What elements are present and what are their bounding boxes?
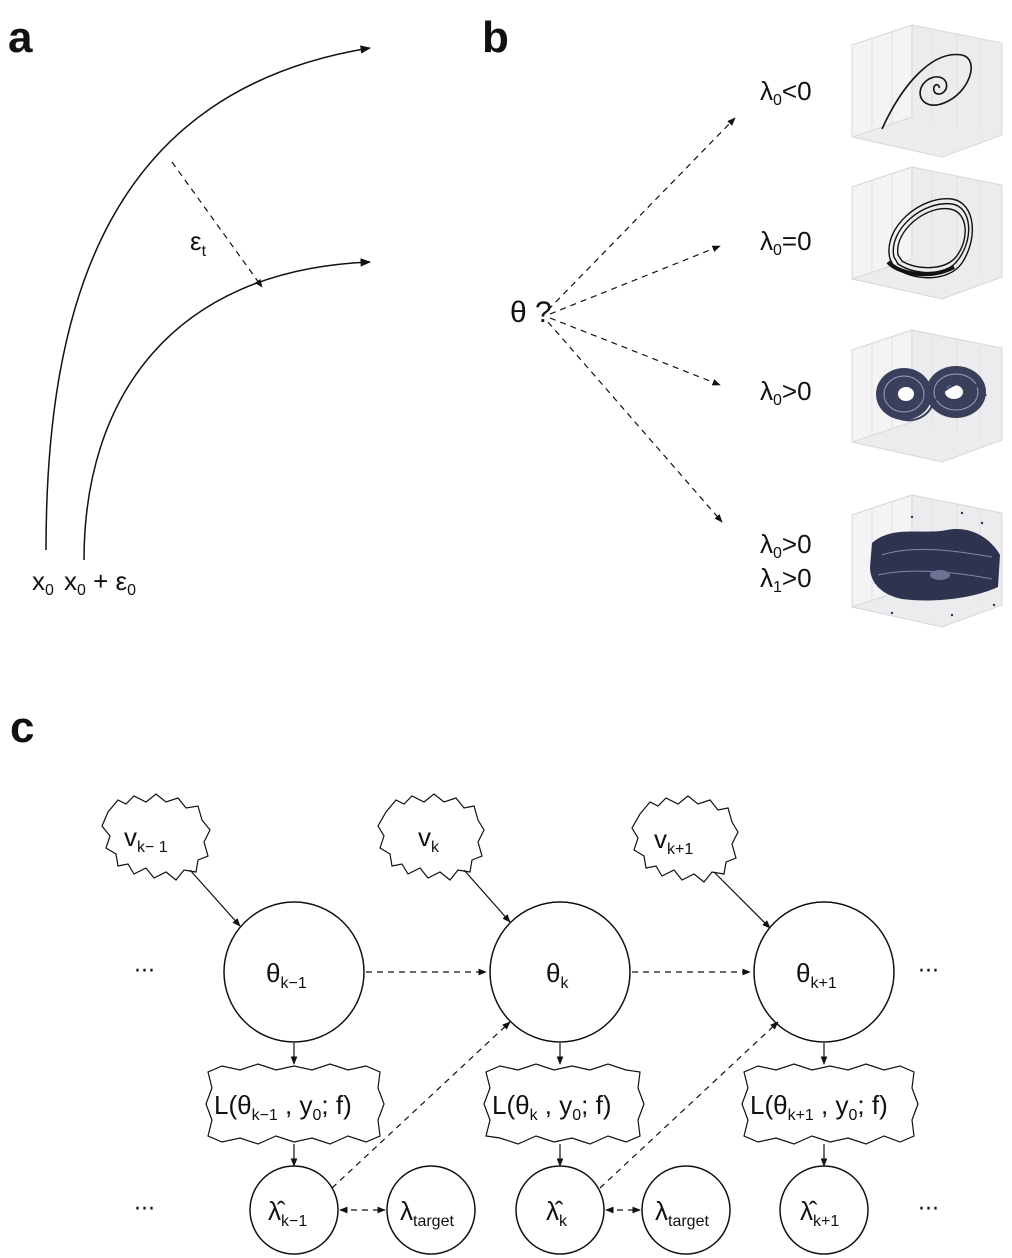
x0-perturbed-label: x0 + ε0 <box>64 566 136 599</box>
loss-label-k: L(θk , y0; f) <box>492 1090 612 1124</box>
branch-arrow-3 <box>549 317 721 386</box>
target-node-2 <box>641 1165 731 1255</box>
arrow-noise-theta-k-minus-1 <box>189 869 241 927</box>
branch-arrow-1 <box>547 117 736 311</box>
lambda-hat-node-k <box>515 1165 605 1255</box>
theta-label-k-plus-1: θk+1 <box>796 958 837 992</box>
panel-c: c vk− 1 vk vk+1 θk−1 θk θk+1 ··· ··· <box>10 703 939 1255</box>
trajectory-x0 <box>45 45 372 551</box>
attractor-hyperchaotic <box>851 494 1003 628</box>
noise-blob-k-plus-1 <box>631 795 739 883</box>
arrow-noise-theta-k <box>463 869 511 923</box>
panel-c-label: c <box>10 703 34 752</box>
branch-arrow-4 <box>547 321 723 523</box>
loss-label-k-plus-1: L(θk+1 , y0; f) <box>750 1090 888 1124</box>
ellipsis-left-row2: ··· <box>134 1197 155 1222</box>
noise-blob-k-minus-1 <box>101 793 211 881</box>
theta-node-k <box>489 901 631 1043</box>
noise-blob-k <box>377 793 485 881</box>
loss-box-k <box>483 1063 645 1145</box>
loss-box-k-plus-1 <box>741 1063 919 1145</box>
lambda-hat-node-k-minus-1 <box>249 1165 339 1255</box>
loss-box-k-minus-1 <box>205 1063 385 1145</box>
lambda-case-1: λ0<0 <box>760 76 812 109</box>
target-node-1 <box>386 1165 476 1255</box>
noise-label-k: vk <box>418 822 440 856</box>
lambda-case-4b: λ1>0 <box>760 563 812 596</box>
feedback-arrow-1 <box>331 1021 511 1189</box>
target-label-1: λtarget <box>400 1196 454 1230</box>
panel-b: b θ ? λ0<0 λ0=0 λ0>0 λ0>0 λ1>0 <box>482 13 1003 628</box>
lambda-case-3: λ0>0 <box>760 376 812 409</box>
noise-label-k-minus-1: vk− 1 <box>124 822 168 856</box>
x0-label: x0 <box>32 566 54 599</box>
ellipsis-right-row2: ··· <box>918 1197 939 1222</box>
noise-label-k-plus-1: vk+1 <box>654 824 693 858</box>
theta-label-k: θk <box>546 958 569 992</box>
arrow-noise-theta-k-plus-1 <box>713 871 771 929</box>
feedback-arrow-2 <box>599 1021 779 1189</box>
panel-a-label: a <box>8 13 33 62</box>
attractor-fixed-point <box>851 24 1003 158</box>
attractor-chaotic <box>851 329 1003 463</box>
theta-label-k-minus-1: θk−1 <box>266 958 307 992</box>
epsilon-t-label: εt <box>190 226 207 260</box>
theta-node-k-plus-1 <box>753 901 895 1043</box>
theta-question-label: θ ? <box>510 296 552 329</box>
theta-node-k-minus-1 <box>223 901 365 1043</box>
attractor-limit-cycle <box>851 166 1003 300</box>
ellipsis-left-row1: ··· <box>134 959 155 984</box>
loss-label-k-minus-1: L(θk−1 , y0; f) <box>214 1090 352 1124</box>
target-label-2: λtarget <box>655 1196 709 1230</box>
ellipsis-right-row1: ··· <box>918 959 939 984</box>
lambda-case-2: λ0=0 <box>760 226 812 259</box>
panel-b-label: b <box>482 13 509 62</box>
panel-a: a εt x0 x0 + ε0 <box>8 13 372 599</box>
trajectory-x0-perturbed <box>83 258 372 561</box>
separation-arrow <box>171 161 263 288</box>
lambda-hat-node-k-plus-1 <box>779 1165 869 1255</box>
lambda-case-4a: λ0>0 <box>760 529 812 562</box>
branch-arrow-2 <box>549 245 721 315</box>
